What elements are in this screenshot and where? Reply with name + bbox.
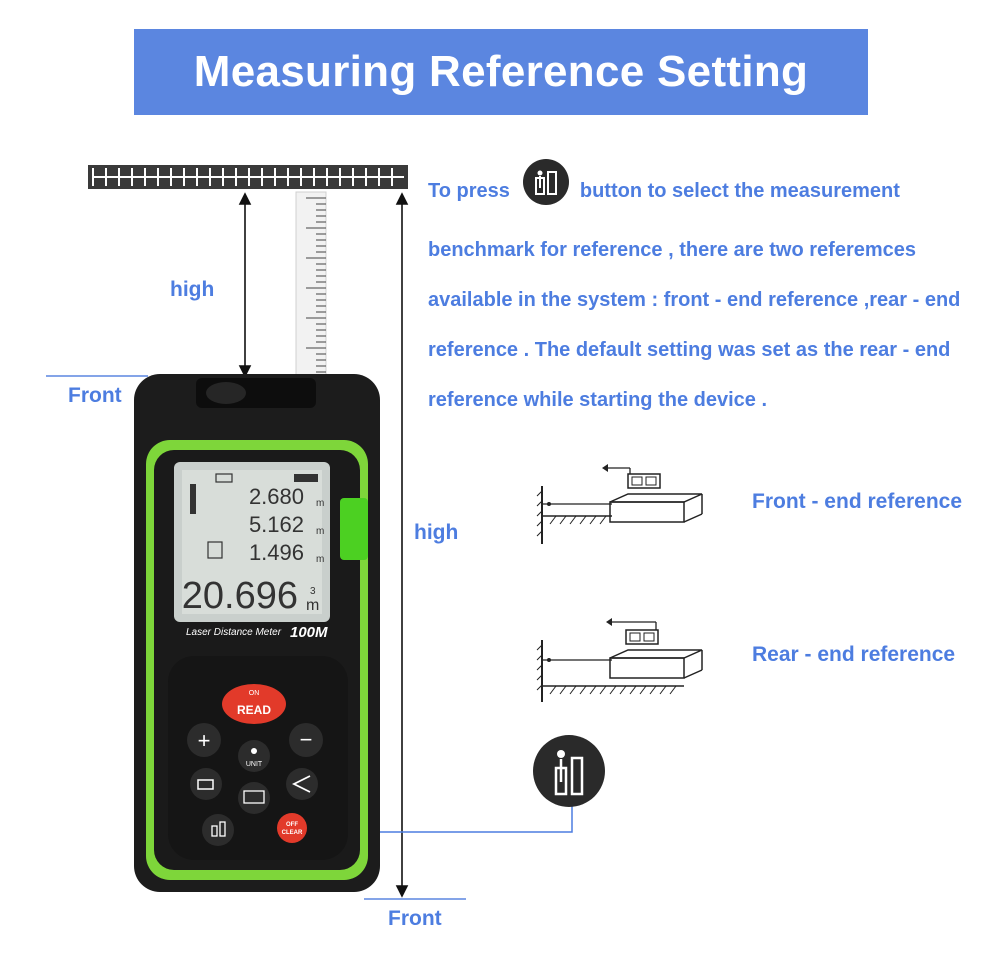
high-arrow-left	[238, 192, 252, 378]
continuous-button[interactable]	[238, 782, 270, 814]
svg-text:UNIT: UNIT	[246, 761, 263, 768]
lcd-unit-3: m	[316, 554, 324, 565]
svg-text:READ: READ	[237, 703, 271, 717]
read-button[interactable]: ON READ	[222, 684, 286, 724]
front-label-bottom: Front	[388, 907, 442, 930]
front-end-reference-label: Front - end reference	[752, 490, 963, 513]
high-arrow-right	[395, 192, 409, 898]
lcd-line-3: 1.496	[249, 540, 304, 565]
svg-text:−: −	[300, 727, 313, 752]
plus-button[interactable]: +	[187, 723, 221, 757]
svg-text:+: +	[198, 728, 211, 753]
high-label-right: high	[414, 521, 459, 544]
ceiling-ruler	[88, 165, 408, 189]
svg-text:CLEAR: CLEAR	[282, 830, 303, 836]
page-title: Measuring Reference Setting	[193, 47, 809, 96]
svg-text:OFF: OFF	[286, 822, 298, 828]
lcd-main-value: 20.696	[182, 575, 298, 617]
front-label-left: Front	[68, 384, 122, 407]
off-clear-button[interactable]: OFF CLEAR	[277, 813, 307, 843]
area-button[interactable]	[190, 768, 222, 800]
front-end-reference-diagram	[536, 464, 703, 544]
description-before-icon: To press	[428, 179, 510, 202]
high-label-left: high	[170, 278, 215, 301]
minus-button[interactable]: −	[289, 723, 323, 757]
lcd-unit-2: m	[316, 526, 324, 537]
svg-text:ON: ON	[249, 690, 260, 697]
rear-end-reference-label: Rear - end reference	[752, 643, 956, 666]
reference-button-large-icon	[533, 735, 605, 807]
bubble-level	[340, 498, 368, 560]
tape-ruler	[295, 191, 327, 383]
laser-distance-meter: 2.680 5.162 1.496 20.696 m m m 3 m Laser…	[134, 374, 380, 892]
unit-button[interactable]: UNIT	[238, 740, 270, 772]
angle-button[interactable]	[286, 768, 318, 800]
brand-text: Laser Distance Meter	[186, 627, 282, 638]
description-after-icon: button to select the measurement benchma…	[428, 179, 961, 411]
lcd-unit-sup: 3	[310, 586, 316, 597]
title-banner: Measuring Reference Setting	[134, 29, 868, 115]
lcd-line-2: 5.162	[249, 512, 304, 537]
lcd-line-1: 2.680	[249, 484, 304, 509]
rear-end-reference-diagram	[536, 618, 703, 702]
reference-button-icon	[522, 158, 570, 225]
reference-button[interactable]	[202, 814, 234, 846]
lcd-unit-main: m	[306, 597, 319, 614]
lcd-unit-1: m	[316, 498, 324, 509]
model-text: 100M	[290, 624, 328, 641]
